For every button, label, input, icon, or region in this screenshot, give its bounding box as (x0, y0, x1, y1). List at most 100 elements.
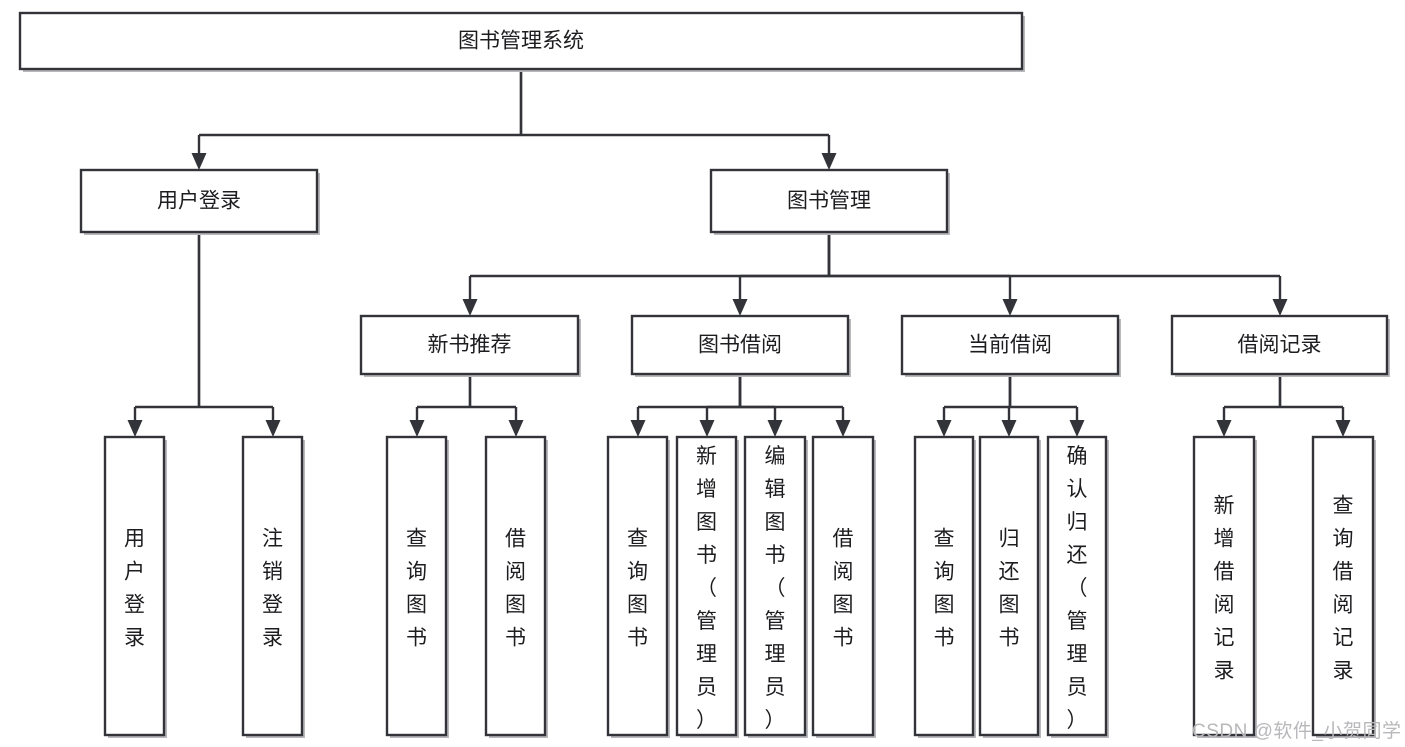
edge-s2-to-f7 (738, 374, 783, 437)
node-box[interactable] (1046, 435, 1108, 737)
arrowhead-icon (1272, 299, 1288, 316)
node-f9[interactable]: 查询图书 (913, 435, 976, 738)
node-f6[interactable]: 新增图书（管理员） (675, 435, 739, 738)
node-label: 新书推荐 (428, 334, 512, 357)
node-label: 用户登录 (124, 528, 145, 650)
node-box[interactable] (103, 435, 166, 737)
node-box[interactable] (1192, 435, 1256, 737)
node-box[interactable] (978, 435, 1040, 737)
arrowhead-icon (767, 420, 783, 437)
node-root[interactable]: 图书管理系统 (18, 11, 1025, 72)
node-f5[interactable]: 查询图书 (606, 435, 670, 738)
edge-root-to-m2 (519, 69, 837, 170)
arrowhead-icon (835, 420, 851, 437)
arrowhead-icon (1335, 420, 1351, 437)
edge-m2-to-s4 (827, 232, 1288, 316)
node-f11[interactable]: 确认归还（管理员） (1046, 435, 1109, 738)
node-box[interactable] (900, 314, 1120, 376)
node-label: 查询借阅记录 (1333, 495, 1354, 683)
node-s1[interactable]: 新书推荐 (359, 314, 581, 377)
arrowhead-icon (1069, 420, 1085, 437)
arrowhead-icon (936, 420, 952, 437)
node-f10[interactable]: 归还图书 (978, 435, 1041, 738)
node-label: 图书管理系统 (458, 30, 584, 53)
arrowhead-icon (409, 420, 425, 437)
edge-s1-to-f3 (409, 374, 472, 437)
arrowhead-icon (462, 299, 478, 316)
arrowhead-icon (127, 420, 143, 437)
node-label: 注销登录 (262, 528, 283, 650)
node-box[interactable] (241, 435, 304, 737)
node-box[interactable] (630, 314, 850, 376)
node-box[interactable] (1311, 435, 1375, 737)
node-f12[interactable]: 新增借阅记录 (1192, 435, 1257, 738)
node-label: 图书借阅 (698, 334, 782, 357)
node-box[interactable] (385, 435, 448, 737)
node-label: 查询图书 (934, 528, 955, 650)
arrowhead-icon (821, 153, 837, 170)
arrowhead-icon (191, 153, 207, 170)
edge-m1-to-f2 (197, 232, 281, 437)
node-f7[interactable]: 编辑图书（管理员） (743, 435, 808, 738)
node-box[interactable] (18, 11, 1024, 71)
arrowhead-icon (630, 420, 646, 437)
node-label: 新增借阅记录 (1214, 495, 1235, 683)
node-label: 查询图书 (406, 528, 427, 650)
node-s4[interactable]: 借阅记录 (1170, 314, 1390, 377)
node-box[interactable] (79, 168, 319, 234)
arrowhead-icon (265, 420, 281, 437)
edge-layer (127, 69, 1351, 437)
node-label: 当前借阅 (968, 334, 1052, 357)
node-f4[interactable]: 借阅图书 (484, 435, 548, 738)
node-box[interactable] (1170, 314, 1389, 376)
node-box[interactable] (913, 435, 975, 737)
node-s3[interactable]: 当前借阅 (900, 314, 1121, 377)
node-box[interactable] (484, 435, 547, 737)
node-box[interactable] (743, 435, 807, 737)
node-f3[interactable]: 查询图书 (385, 435, 449, 738)
edge-s4-to-f12 (1216, 374, 1282, 437)
edge-s1-to-f4 (468, 374, 524, 437)
edge-m2-to-s1 (462, 232, 831, 316)
node-box[interactable] (675, 435, 738, 737)
node-box[interactable] (606, 435, 669, 737)
node-m2[interactable]: 图书管理 (709, 168, 950, 235)
node-label: 新增图书（管理员） (696, 445, 717, 732)
node-label: 用户登录 (157, 190, 241, 213)
edge-m1-to-f1 (127, 232, 201, 437)
arrowhead-icon (1216, 420, 1232, 437)
edge-s2-to-f8 (738, 374, 851, 437)
arrowhead-icon (732, 299, 748, 316)
arrowhead-icon (699, 420, 715, 437)
edge-m2-to-s2 (732, 232, 831, 316)
edge-s2-to-f6 (699, 374, 742, 437)
edge-s4-to-f13 (1278, 374, 1351, 437)
node-label: 借阅记录 (1238, 334, 1322, 357)
node-m1[interactable]: 用户登录 (79, 168, 320, 235)
node-f13[interactable]: 查询借阅记录 (1311, 435, 1376, 738)
node-label: 确认归还（管理员） (1067, 445, 1088, 732)
node-label: 借阅图书 (833, 528, 854, 650)
node-box[interactable] (709, 168, 949, 234)
arrowhead-icon (1002, 299, 1018, 316)
node-label: 编辑图书（管理员） (765, 445, 786, 732)
node-box[interactable] (811, 435, 875, 737)
arrowhead-icon (1001, 420, 1017, 437)
edge-s3-to-f11 (1008, 374, 1085, 437)
node-layer: 图书管理系统用户登录图书管理新书推荐图书借阅当前借阅借阅记录用户登录注销登录查询… (18, 11, 1390, 738)
edge-s3-to-f9 (936, 374, 1012, 437)
edge-s2-to-f5 (630, 374, 742, 437)
node-label: 查询图书 (627, 528, 648, 650)
node-s2[interactable]: 图书借阅 (630, 314, 851, 377)
node-f2[interactable]: 注销登录 (241, 435, 305, 738)
edge-m2-to-s3 (827, 232, 1018, 316)
node-f8[interactable]: 借阅图书 (811, 435, 876, 738)
node-label: 借阅图书 (505, 528, 526, 650)
edge-root-to-m1 (191, 69, 523, 170)
arrowhead-icon (508, 420, 524, 437)
node-label: 归还图书 (999, 528, 1020, 650)
node-f1[interactable]: 用户登录 (103, 435, 167, 738)
node-box[interactable] (359, 314, 580, 376)
